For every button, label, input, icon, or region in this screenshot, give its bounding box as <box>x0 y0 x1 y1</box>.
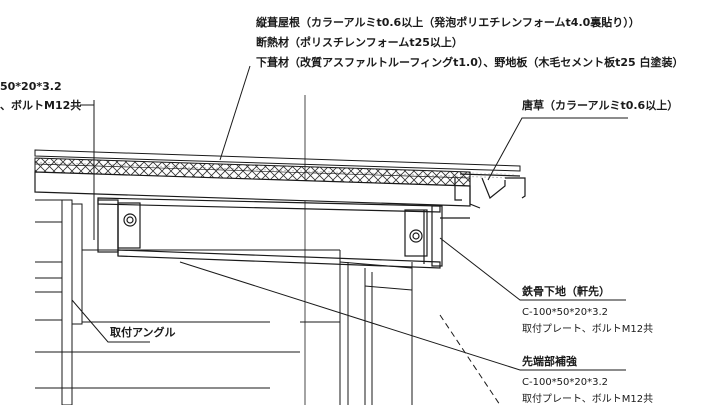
left-angle <box>71 203 83 325</box>
leader-lines <box>71 65 628 371</box>
frame-spec: C-100*50*20*3.2 <box>522 307 609 318</box>
lower-members <box>300 250 413 405</box>
left-plate <box>61 199 73 405</box>
roofing-sheet <box>34 149 521 172</box>
angle-callout: 取付アングル <box>110 326 176 339</box>
eave-trim-callout: 唐草（カラーアルミt0.6以上） <box>522 99 679 112</box>
left-bracket <box>117 202 141 249</box>
insulation-callout: 断熱材（ポリスチレンフォームt25以上） <box>256 36 463 49</box>
right-bracket <box>404 209 428 257</box>
roof-layers <box>34 149 521 207</box>
left-plate-block <box>97 199 119 253</box>
left-members <box>35 199 340 405</box>
underlay-callout: 下葺材（改質アスファルトルーフィングt1.0）、野地板（木毛セメント板t25 白… <box>256 56 684 69</box>
tip-plate: 取付プレート、ボルトM12共 <box>522 394 654 405</box>
frame-plate: 取付プレート、ボルトM12共 <box>522 324 654 335</box>
sheet-line <box>34 163 471 179</box>
left-spec-2: 、ボルトM12共 <box>0 99 82 112</box>
tip-title: 先端部補強 <box>522 355 577 368</box>
wood-cement-board <box>34 171 471 207</box>
left-spec-1: 50*20*3.2 <box>0 80 62 93</box>
tip-spec: C-100*50*20*3.2 <box>522 377 609 388</box>
c-channel-frame <box>97 197 470 269</box>
eave-trim <box>454 172 526 209</box>
frame-title: 鉄骨下地（軒先） <box>522 285 610 298</box>
hidden-line <box>439 314 501 405</box>
roof-callout: 縦葺屋根（カラーアルミt0.6以上（発泡ポリエチレンフォームt4.0裏貼り）） <box>256 16 640 29</box>
right-plate-block <box>431 205 443 267</box>
